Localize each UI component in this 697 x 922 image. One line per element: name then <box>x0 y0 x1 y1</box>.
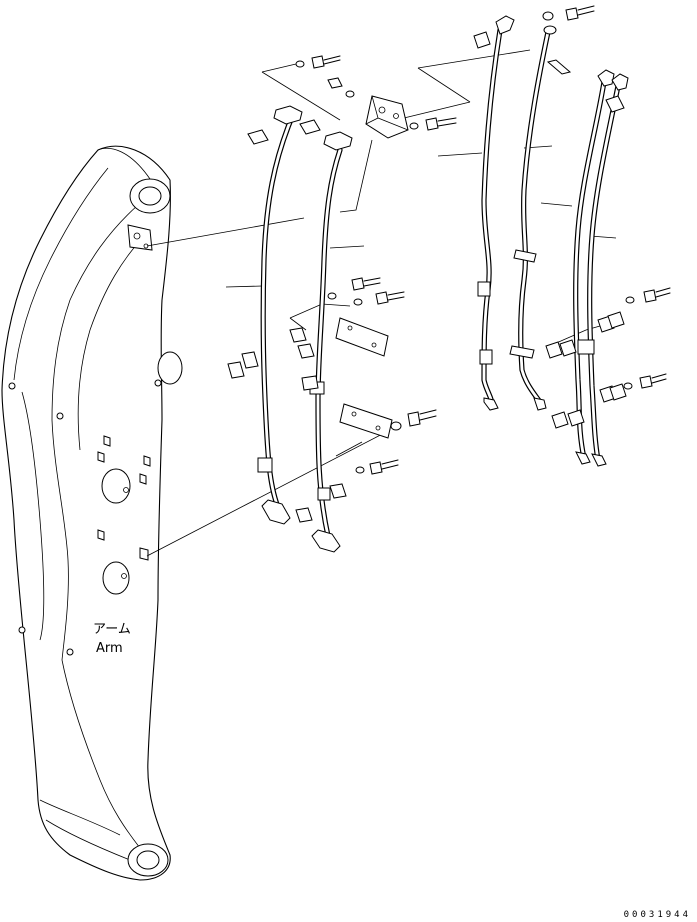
valve-block <box>365 95 409 139</box>
arm-label-en: Arm <box>96 641 123 656</box>
pipe-clamps <box>227 31 627 523</box>
hydraulic-pipe-3 <box>477 15 515 411</box>
mounting-plate-1 <box>335 317 389 357</box>
hydraulic-pipe-6 <box>577 73 629 467</box>
hydraulic-pipe-4 <box>509 25 557 411</box>
hydraulic-pipe-2 <box>309 131 353 553</box>
drawing-number: 00031944 <box>623 910 691 920</box>
arm-body <box>1 145 183 881</box>
hydraulic-pipe-1 <box>257 105 303 525</box>
hydraulic-pipe-5 <box>573 69 615 465</box>
arm-label-jp: アーム <box>93 622 131 637</box>
bolts-and-washers <box>295 5 671 475</box>
mounting-plate-2 <box>339 403 393 439</box>
